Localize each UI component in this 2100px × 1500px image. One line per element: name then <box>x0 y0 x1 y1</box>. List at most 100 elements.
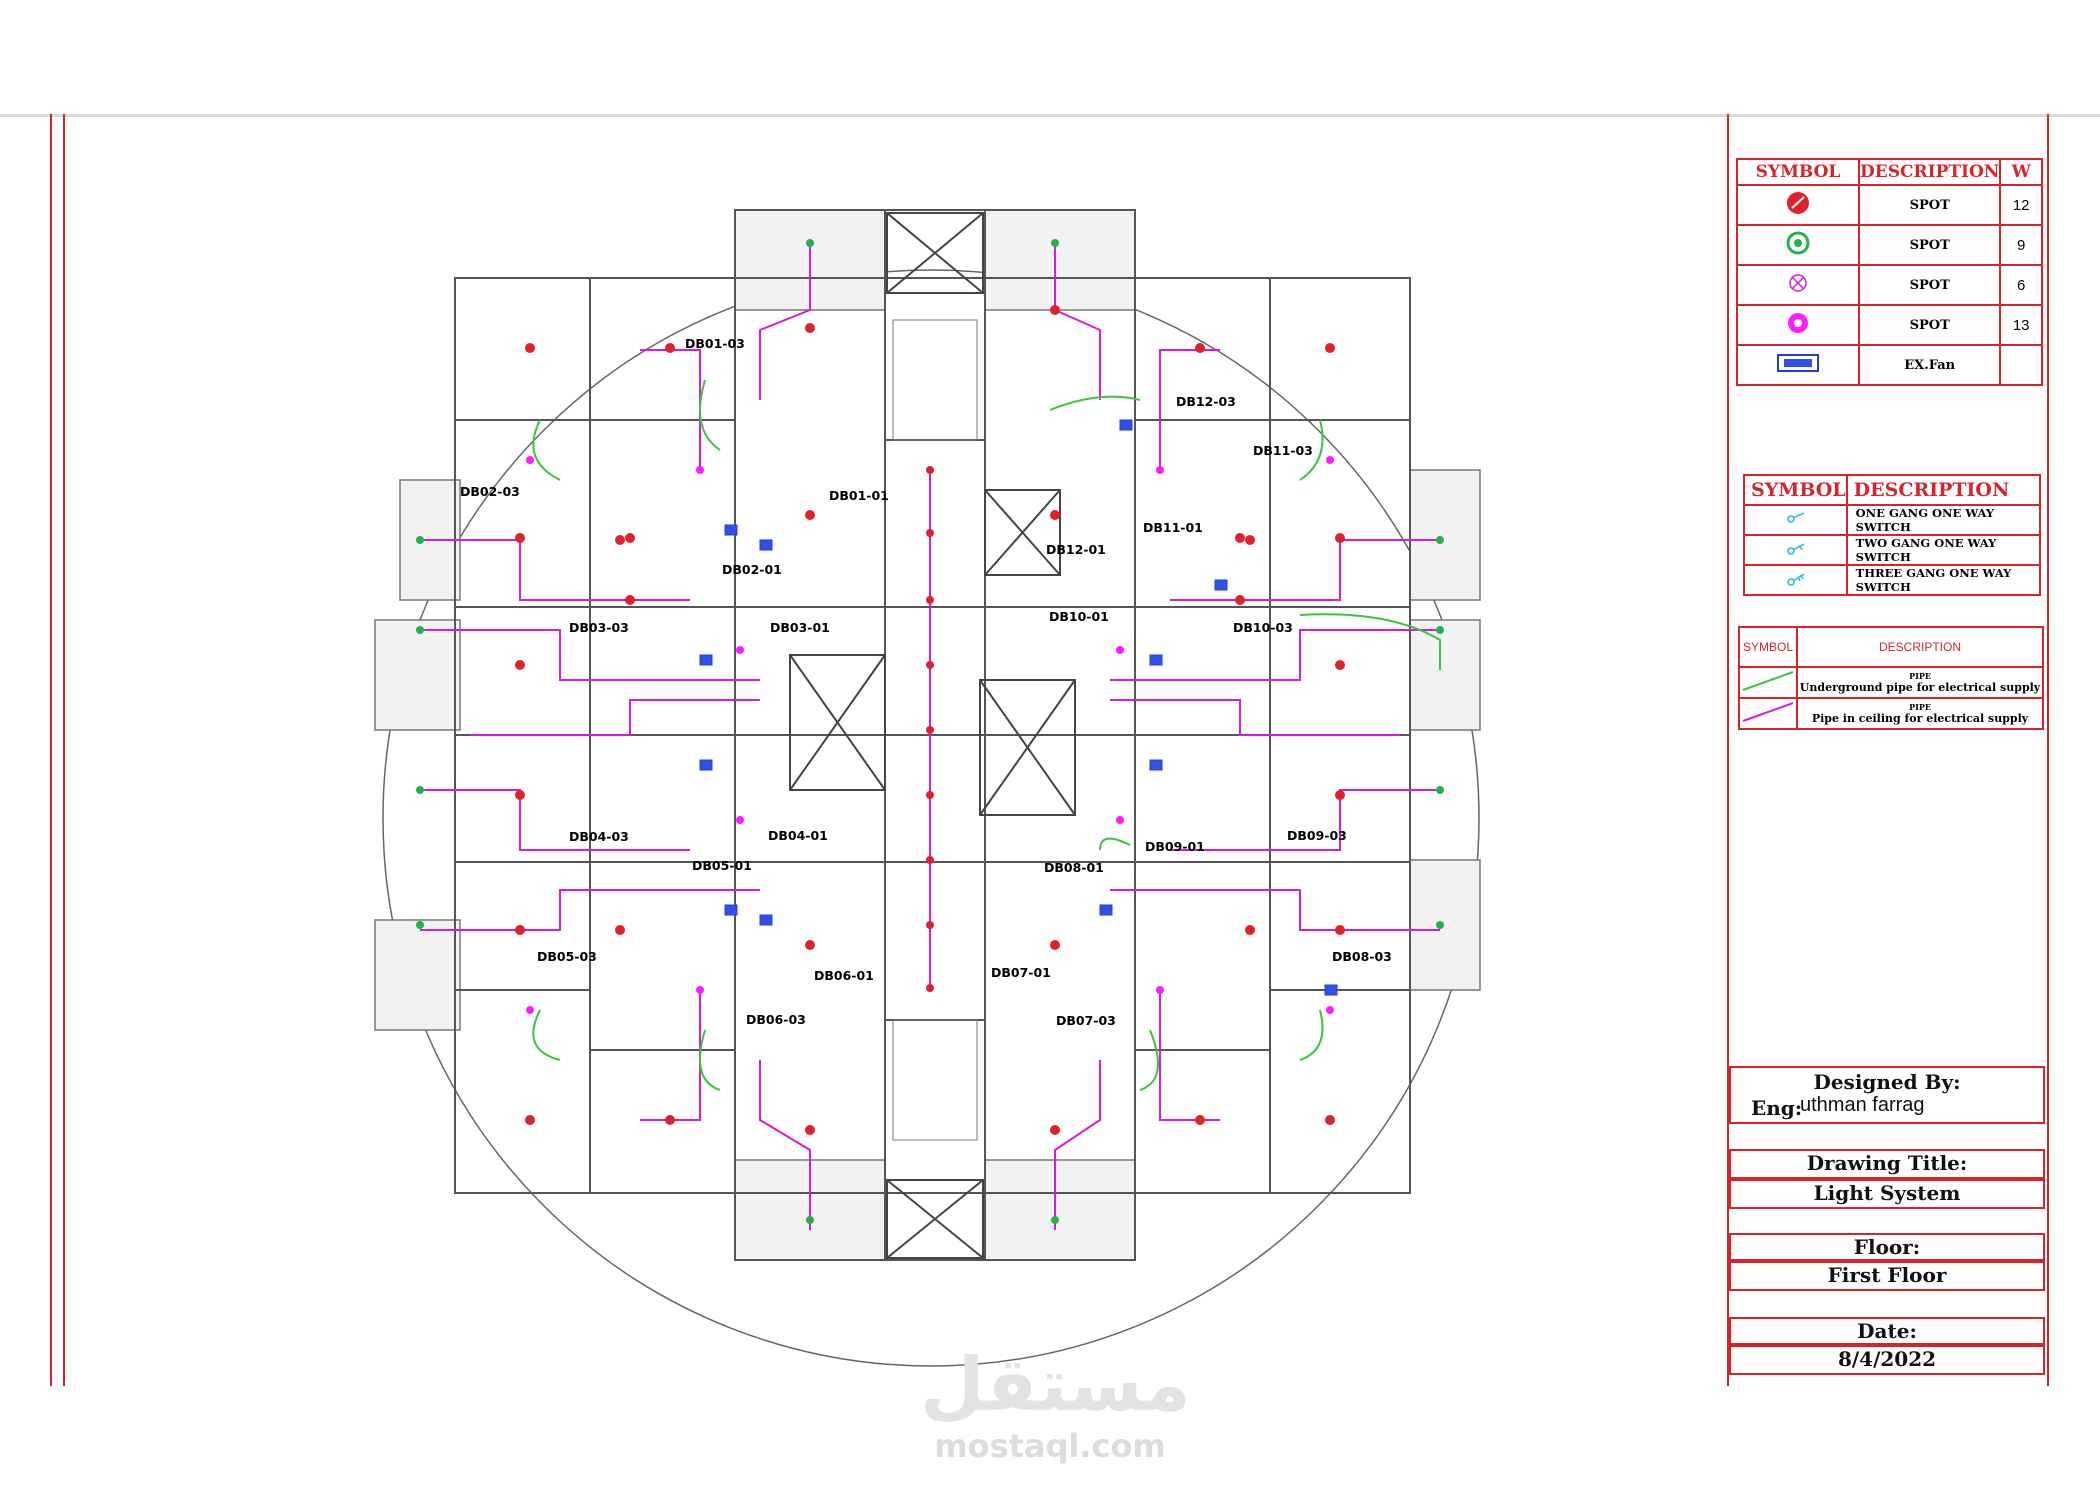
db-label: DB11-03 <box>1253 443 1313 458</box>
pipe-description: Underground pipe for electrical supply <box>1799 680 2041 694</box>
red-spot-icon <box>1736 184 1860 226</box>
db-label: DB12-03 <box>1176 394 1236 409</box>
legend-wattage: 6 <box>1999 264 2043 306</box>
building-circular-outline <box>382 269 1480 1367</box>
legend-description: TWO GANG ONE WAY SWITCH <box>1845 534 2042 566</box>
legend-description: SPOT <box>1857 224 2002 266</box>
legend-row: SPOT 13 <box>1736 304 2043 346</box>
legend-description: SPOT <box>1857 184 2002 226</box>
elevator-shafts <box>789 212 1076 1259</box>
exhaust-fans <box>699 419 1338 996</box>
floor-box: First Floor <box>1729 1261 2045 1291</box>
engineer-name: uthman farrag <box>1800 1094 1925 1116</box>
db-label: DB01-01 <box>829 488 889 503</box>
pipe-label: PIPE <box>1909 701 1931 712</box>
ceiling-pipe-icon <box>1738 697 1798 730</box>
db-label: DB03-03 <box>569 620 629 635</box>
legend-wattage: 13 <box>1999 304 2043 346</box>
one-gang-switch-icon <box>1743 504 1848 536</box>
db-label: DB03-01 <box>770 620 830 635</box>
spots-legend-table: SYMBOL DESCRIPTION W SPOT 12 SPOT 9 SPOT… <box>1736 158 2043 386</box>
legend-row: SPOT 12 <box>1736 184 2043 226</box>
ceiling-spots-green <box>416 239 1444 1224</box>
exhaust-fan-icon <box>1736 344 1860 386</box>
legend-row: EX.Fan <box>1736 344 2043 386</box>
date-value: 8/4/2022 <box>1837 1347 1937 1371</box>
db-label: DB07-03 <box>1056 1013 1116 1028</box>
date-label: Date: <box>1857 1319 1917 1343</box>
frame-title-right-line <box>2047 114 2049 1386</box>
floor-plan: DB01-03 DB01-01 DB02-03 DB02-01 DB03-03 … <box>374 209 1481 1367</box>
legend-wattage: 9 <box>1999 224 2043 266</box>
db-label: DB09-03 <box>1287 828 1347 843</box>
floor-label-box: Floor: <box>1729 1233 2045 1261</box>
legend-row: SPOT 6 <box>1736 264 2043 306</box>
legend-header-description: DESCRIPTION <box>1845 474 2042 506</box>
pipe-label: PIPE <box>1909 670 1931 681</box>
legend-wattage: 12 <box>1999 184 2043 226</box>
db-label: DB08-01 <box>1044 860 1104 875</box>
legend-row: ONE GANG ONE WAY SWITCH <box>1743 504 2042 536</box>
watermark-arabic: مستقل <box>920 1342 1191 1428</box>
drawing-title-label: Drawing Title: <box>1806 1151 1968 1175</box>
db-label: DB10-01 <box>1049 609 1109 624</box>
eng-label: Eng: <box>1751 1096 1803 1120</box>
stairs <box>892 319 978 1141</box>
ceiling-pipes <box>420 240 1440 1230</box>
legend-row: SPOT 9 <box>1736 224 2043 266</box>
db-label: DB02-01 <box>722 562 782 577</box>
db-label: DB12-01 <box>1046 542 1106 557</box>
db-label: DB05-01 <box>692 858 752 873</box>
underground-pipes <box>532 379 1441 1091</box>
db-label: DB06-01 <box>814 968 874 983</box>
date-box: 8/4/2022 <box>1729 1345 2045 1375</box>
db-label: DB02-03 <box>460 484 520 499</box>
ceiling-spots-magenta <box>526 456 1334 1014</box>
date-label-box: Date: <box>1729 1317 2045 1345</box>
legend-header-description: DESCRIPTION <box>1796 626 2044 668</box>
db-label: DB08-03 <box>1332 949 1392 964</box>
distribution-board-labels: DB01-03 DB01-01 DB02-03 DB02-01 DB03-03 … <box>460 336 1392 1028</box>
designed-by-label: Designed By: <box>1813 1070 1961 1094</box>
floor-label: Floor: <box>1853 1235 1921 1259</box>
magenta-cross-spot-icon <box>1736 264 1860 306</box>
drawing-title-box: Light System <box>1729 1179 2045 1209</box>
db-label: DB04-01 <box>768 828 828 843</box>
db-label: DB10-03 <box>1233 620 1293 635</box>
legend-description: THREE GANG ONE WAY SWITCH <box>1845 564 2042 596</box>
two-gang-switch-icon <box>1743 534 1848 566</box>
db-label: DB06-03 <box>746 1012 806 1027</box>
legend-description: ONE GANG ONE WAY SWITCH <box>1845 504 2042 536</box>
legend-description: EX.Fan <box>1857 344 2002 386</box>
db-label: DB05-03 <box>537 949 597 964</box>
db-label: DB11-01 <box>1143 520 1203 535</box>
legend-description: SPOT <box>1857 304 2002 346</box>
magenta-spot-icon <box>1736 304 1860 346</box>
pipe-description: Pipe in ceiling for electrical supply <box>1811 711 2029 725</box>
designed-by-box: Designed By: <box>1729 1066 2045 1124</box>
balconies <box>374 209 1481 1261</box>
legend-wattage <box>1999 344 2043 386</box>
underground-pipe-icon <box>1738 666 1798 699</box>
watermark-latin: mostaql.com <box>934 1427 1166 1465</box>
legend-description: SPOT <box>1857 264 2002 306</box>
drawing-title-label-box: Drawing Title: <box>1729 1149 2045 1179</box>
switches-legend-table: SYMBOL DESCRIPTION ONE GANG ONE WAY SWIT… <box>1743 474 2042 596</box>
db-label: DB01-03 <box>685 336 745 351</box>
legend-header-symbol: SYMBOL <box>1738 626 1798 668</box>
db-label: DB04-03 <box>569 829 629 844</box>
legend-row: THREE GANG ONE WAY SWITCH <box>1743 564 2042 596</box>
floor-value: First Floor <box>1827 1263 1947 1287</box>
three-gang-switch-icon <box>1743 564 1848 596</box>
legend-row: TWO GANG ONE WAY SWITCH <box>1743 534 2042 566</box>
window-top-bar <box>0 0 2100 117</box>
legend-header-w: W <box>1999 158 2043 186</box>
legend-header-symbol: SYMBOL <box>1743 474 1848 506</box>
ceiling-spots-red <box>515 305 1345 1135</box>
frame-left-line-1 <box>50 114 52 1386</box>
